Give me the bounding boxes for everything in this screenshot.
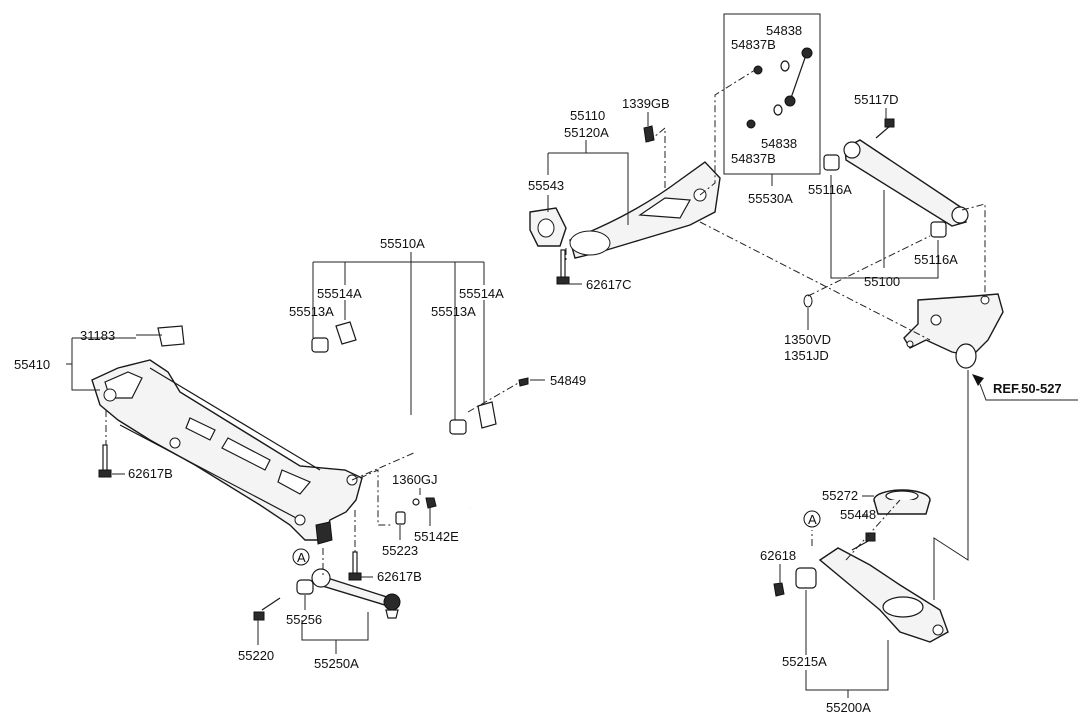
label-plate (157, 325, 185, 347)
nut-1339gb (643, 125, 655, 143)
nut-62618 (773, 582, 785, 597)
label-55100: 55100 (864, 274, 900, 289)
bushing-55116a-upper (823, 154, 840, 171)
label-62617B-lower: 62617B (377, 569, 422, 584)
ring-54838-upper (780, 60, 790, 72)
label-55223: 55223 (382, 543, 418, 558)
circle-a-marker-left (292, 548, 310, 566)
stabilizer-bar (189, 342, 471, 510)
label-62617B-upper: 62617B (128, 466, 173, 481)
label-31183: 31183 (80, 328, 115, 343)
label-ref-50-527: REF.50-527 (993, 381, 1062, 396)
label-55256: 55256 (286, 612, 322, 627)
label-55513A-right: 55513A (431, 304, 476, 319)
label-54837B-upper: 54837B (731, 37, 776, 52)
trailing-arm (569, 161, 721, 259)
nut-54837b-lower (746, 119, 756, 129)
bushing-55215a (795, 567, 817, 589)
label-55543: 55543 (528, 178, 564, 193)
label-55117D: 55117D (854, 92, 899, 107)
bolt-54849 (518, 377, 529, 387)
label-1360GJ: 1360GJ (392, 472, 438, 487)
assembly-lines (105, 69, 986, 575)
lateral-link-assembly (296, 568, 401, 619)
label-circle-a-left: A (297, 550, 306, 565)
washer-1350vd (803, 294, 813, 308)
ref-pointer (979, 383, 1078, 401)
label-54849: 54849 (550, 373, 586, 388)
leader-lines (66, 108, 939, 698)
label-55110: 55110 (570, 108, 605, 123)
label-55200A: 55200A (826, 700, 871, 715)
label-55220: 55220 (238, 648, 274, 663)
label-55448: 55448 (840, 507, 876, 522)
ring-54838-lower (773, 104, 783, 116)
bolt-55117d (875, 118, 895, 139)
lower-arm (818, 547, 949, 643)
label-circle-a-right: A (808, 512, 817, 527)
label-55116A-upper: 55116A (808, 182, 852, 197)
stabilizer-bushing-right (449, 419, 467, 435)
stabilizer-link (784, 47, 813, 107)
label-55410: 55410 (14, 357, 50, 372)
label-62618: 62618 (760, 548, 796, 563)
label-55215A: 55215A (782, 654, 827, 669)
circle-a-marker-right (803, 510, 821, 528)
upper-arm (843, 139, 969, 227)
washer-1360gj (412, 498, 420, 506)
label-55514A-right: 55514A (459, 286, 504, 301)
crossmember (91, 359, 363, 545)
bolt-62617b-lower (348, 551, 362, 581)
ref-connector-line (933, 370, 969, 600)
bolt-62617b-upper (98, 444, 112, 478)
label-55514A-left: 55514A (317, 286, 362, 301)
spring-seat-55272 (873, 489, 931, 515)
label-55142E: 55142E (414, 529, 459, 544)
spacer-55223 (395, 511, 406, 525)
bushing-55116a-lower (930, 221, 947, 238)
label-1350VD: 1350VD (784, 332, 831, 347)
bolt-55220 (253, 597, 281, 621)
label-54838-lower: 54838 (761, 136, 797, 151)
label-62617C: 62617C (586, 277, 632, 292)
label-55272: 55272 (822, 488, 858, 503)
label-54837B-lower: 54837B (731, 151, 776, 166)
label-55116A-lower: 55116A (914, 252, 958, 267)
trailing-arm-bushing (529, 207, 567, 247)
label-1351JD: 1351JD (784, 348, 829, 363)
rear-knuckle (903, 293, 1004, 369)
label-55513A-left: 55513A (289, 304, 334, 319)
stabilizer-bushing-left (311, 337, 329, 353)
nut-54837b-upper (753, 65, 763, 75)
nut-55142e (425, 497, 437, 509)
label-55120A: 55120A (564, 125, 609, 140)
label-55510A: 55510A (380, 236, 425, 251)
bolt-55448 (851, 532, 876, 551)
label-55530A: 55530A (748, 191, 793, 206)
ref-arrowhead (972, 374, 984, 386)
stabilizer-clamp-right (477, 401, 497, 429)
stabilizer-clamp-left (335, 321, 357, 345)
bolt-62617c (556, 249, 570, 285)
label-54838-upper: 54838 (766, 23, 802, 38)
label-55250A: 55250A (314, 656, 359, 671)
label-1339GB: 1339GB (622, 96, 670, 111)
